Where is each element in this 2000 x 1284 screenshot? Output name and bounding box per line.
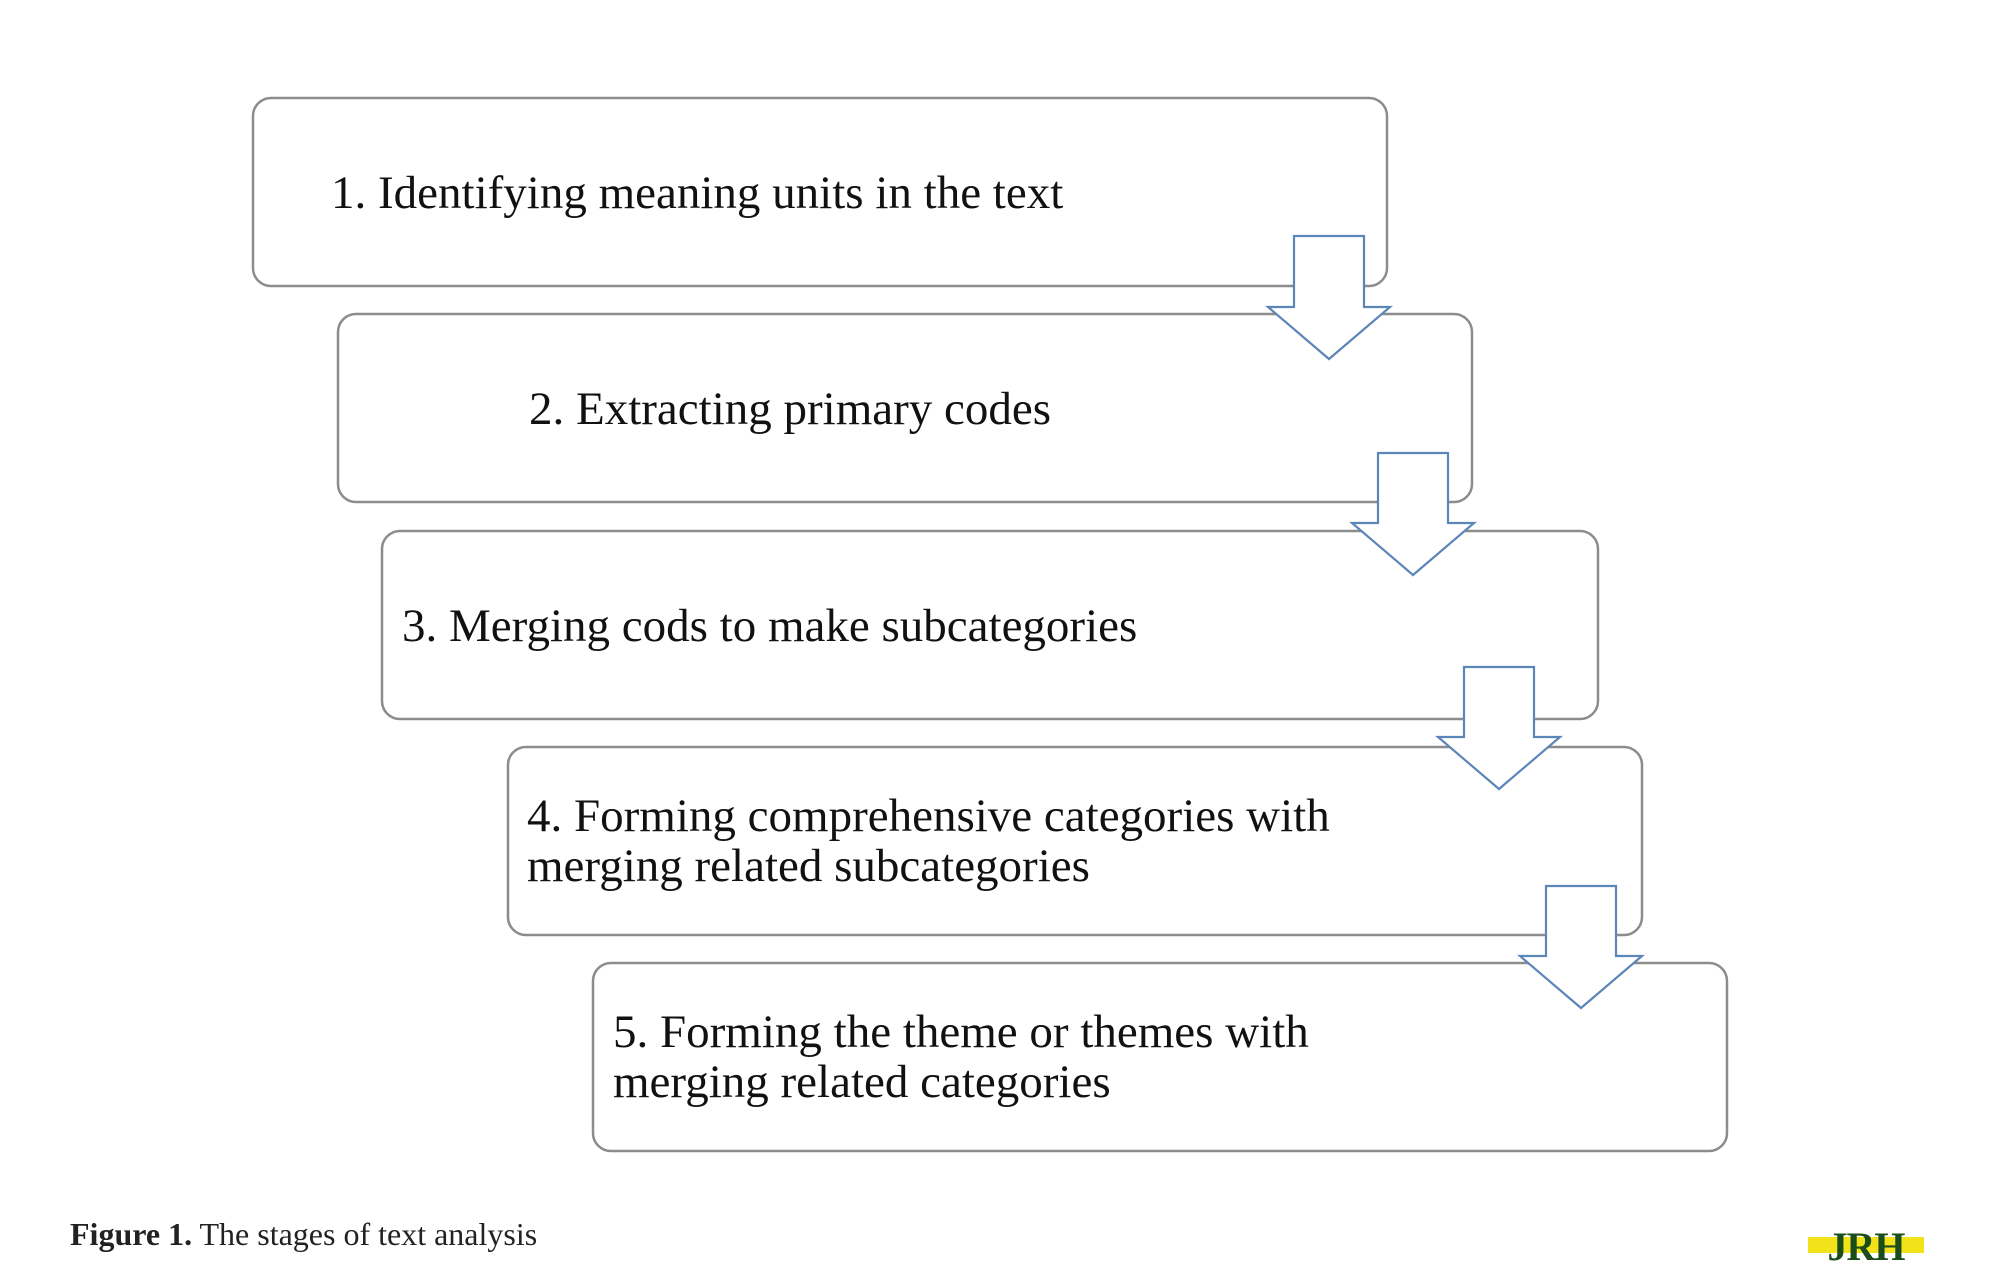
logo-band — [1808, 1237, 1924, 1253]
step-4-text: 4. Forming comprehensive categories with… — [527, 790, 1341, 892]
figure-caption-text: The stages of text analysis — [192, 1216, 538, 1252]
step-box-4 — [506, 745, 1644, 937]
logo-text: JRH — [1828, 1224, 1906, 1266]
figure-label: Figure 1. — [70, 1216, 193, 1252]
jrh-logo: JRH — [1808, 1224, 1924, 1266]
down-arrow-icon — [1517, 884, 1645, 1010]
step-2-text: 2. Extracting primary codes — [529, 383, 1051, 435]
down-arrow-icon — [1349, 451, 1477, 577]
step-box-5 — [591, 961, 1729, 1153]
step-box-2 — [336, 312, 1474, 504]
step-5-text: 5. Forming the theme or themes with merg… — [613, 1006, 1321, 1108]
step-box-3 — [380, 529, 1600, 721]
step-box-1 — [251, 96, 1389, 288]
figure-caption: Figure 1. The stages of text analysis — [70, 1216, 537, 1253]
down-arrow-icon — [1265, 234, 1393, 361]
step-3-text: 3. Merging cods to make subcategories — [402, 600, 1137, 652]
step-1-text: 1. Identifying meaning units in the text — [331, 167, 1063, 219]
down-arrow-icon — [1435, 665, 1563, 791]
